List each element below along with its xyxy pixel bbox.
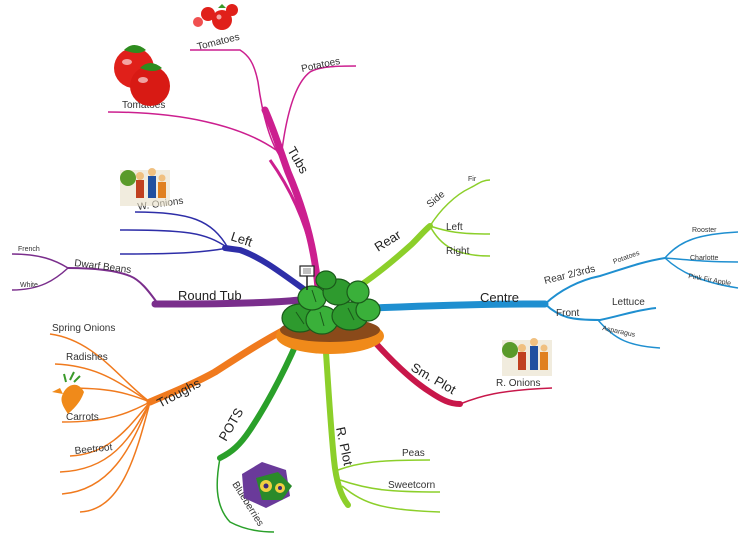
- r-plot-main-line: [322, 335, 351, 508]
- tomatoes-2-label: Tomatoes: [122, 100, 165, 111]
- blueberries-icon: [242, 462, 292, 508]
- side-line: [429, 179, 491, 227]
- rear-main-line: [347, 223, 433, 295]
- round-tub-label: Round Tub: [178, 288, 242, 303]
- r-plot-sub-line-3: [341, 485, 441, 513]
- front-line: [544, 303, 657, 322]
- troughs-label: Troughs: [154, 375, 203, 411]
- troughs-sub-line-8: [79, 401, 151, 513]
- white-label: White: [20, 282, 38, 289]
- rear-23-label: Rear 2/3rds: [543, 264, 596, 287]
- branch-left[interactable]: Left W. Onions: [119, 196, 308, 293]
- radishes-line: [54, 363, 151, 403]
- dwarf-beans-line: [67, 267, 159, 305]
- pink-fir-apple-label: Pink Fir Apple: [688, 273, 732, 287]
- vegetable-garden-icon[interactable]: [276, 265, 384, 354]
- white-line: [11, 267, 69, 291]
- left-sub-line-3: [119, 247, 229, 255]
- onion-gardeners-icon: [502, 338, 552, 376]
- round-tub-main-line: [151, 296, 304, 308]
- tomatoes-small-icon: [193, 4, 238, 30]
- pink-fir-apple-line: [664, 257, 739, 289]
- centre-main-line: [368, 300, 549, 312]
- dwarf-beans-label: Dwarf Beans: [74, 258, 132, 276]
- rooster-label: Rooster: [692, 227, 717, 234]
- charlotte-line: [664, 257, 739, 263]
- rear-right-line: [429, 225, 491, 257]
- radishes-label: Radishes: [66, 352, 108, 363]
- rear-left-label: Left: [446, 222, 463, 233]
- tubs-tomatoes-2-line: [107, 111, 277, 151]
- asparagus-line: [597, 319, 661, 349]
- peas-label: Peas: [402, 448, 425, 459]
- beetroot-label: Beetroot: [74, 442, 113, 457]
- fir-label: Fir: [468, 176, 477, 183]
- rooster-line: [664, 231, 739, 259]
- branch-round-tub[interactable]: Round Tub Dwarf Beans French White: [11, 246, 304, 308]
- sweetcorn-label: Sweetcorn: [388, 480, 435, 491]
- carrots-icon: [52, 371, 84, 414]
- potatoes-centre-label: Potatoes: [612, 250, 641, 266]
- rear-right-label: Right: [446, 246, 470, 257]
- tubs-potatoes-line: [281, 65, 357, 151]
- left-label: Left: [229, 229, 255, 250]
- rear-23-line: [544, 257, 666, 305]
- left-main-line: [222, 245, 308, 293]
- peas-line: [337, 459, 431, 471]
- carrots-line: [61, 401, 151, 423]
- charlotte-label: Charlotte: [690, 255, 719, 262]
- asparagus-label: Asparagus: [602, 325, 637, 339]
- branch-rear[interactable]: Rear Side Fir Left Right: [347, 176, 491, 295]
- r-onions-line: [459, 387, 553, 405]
- blueberries-line: [216, 457, 275, 533]
- centre-label: Centre: [480, 290, 519, 305]
- rear-left-line: [429, 225, 491, 235]
- carrots-label: Carrots: [66, 412, 99, 423]
- branch-centre[interactable]: Centre Rear 2/3rds Potatoes Rooster Char…: [368, 227, 739, 349]
- left-w-onions-line: [134, 211, 229, 249]
- front-label: Front: [556, 308, 580, 319]
- beetroot-line: [69, 401, 151, 457]
- tubs-main-line-thin: [268, 159, 320, 289]
- rear-label: Rear: [372, 227, 404, 255]
- gardeners-icon: [120, 168, 170, 206]
- tomatoes-large-icon: [114, 45, 170, 106]
- french-label: French: [18, 246, 40, 253]
- troughs-sub-line-7: [61, 401, 151, 495]
- spring-onions-label: Spring Onions: [52, 323, 115, 334]
- sweetcorn-line: [339, 479, 441, 493]
- potatoes-tub-label: Potatoes: [300, 56, 341, 75]
- spring-onions-line: [49, 333, 151, 403]
- troughs-sub-line-6: [59, 401, 151, 473]
- left-sub-line-2: [119, 229, 229, 249]
- pots-main-line: [217, 327, 305, 461]
- troughs-main-line: [146, 318, 304, 406]
- r-onions-label: R. Onions: [496, 378, 540, 389]
- tubs-tomatoes-1-line: [190, 49, 284, 161]
- lettuce-label: Lettuce: [612, 297, 645, 308]
- french-line: [11, 253, 69, 269]
